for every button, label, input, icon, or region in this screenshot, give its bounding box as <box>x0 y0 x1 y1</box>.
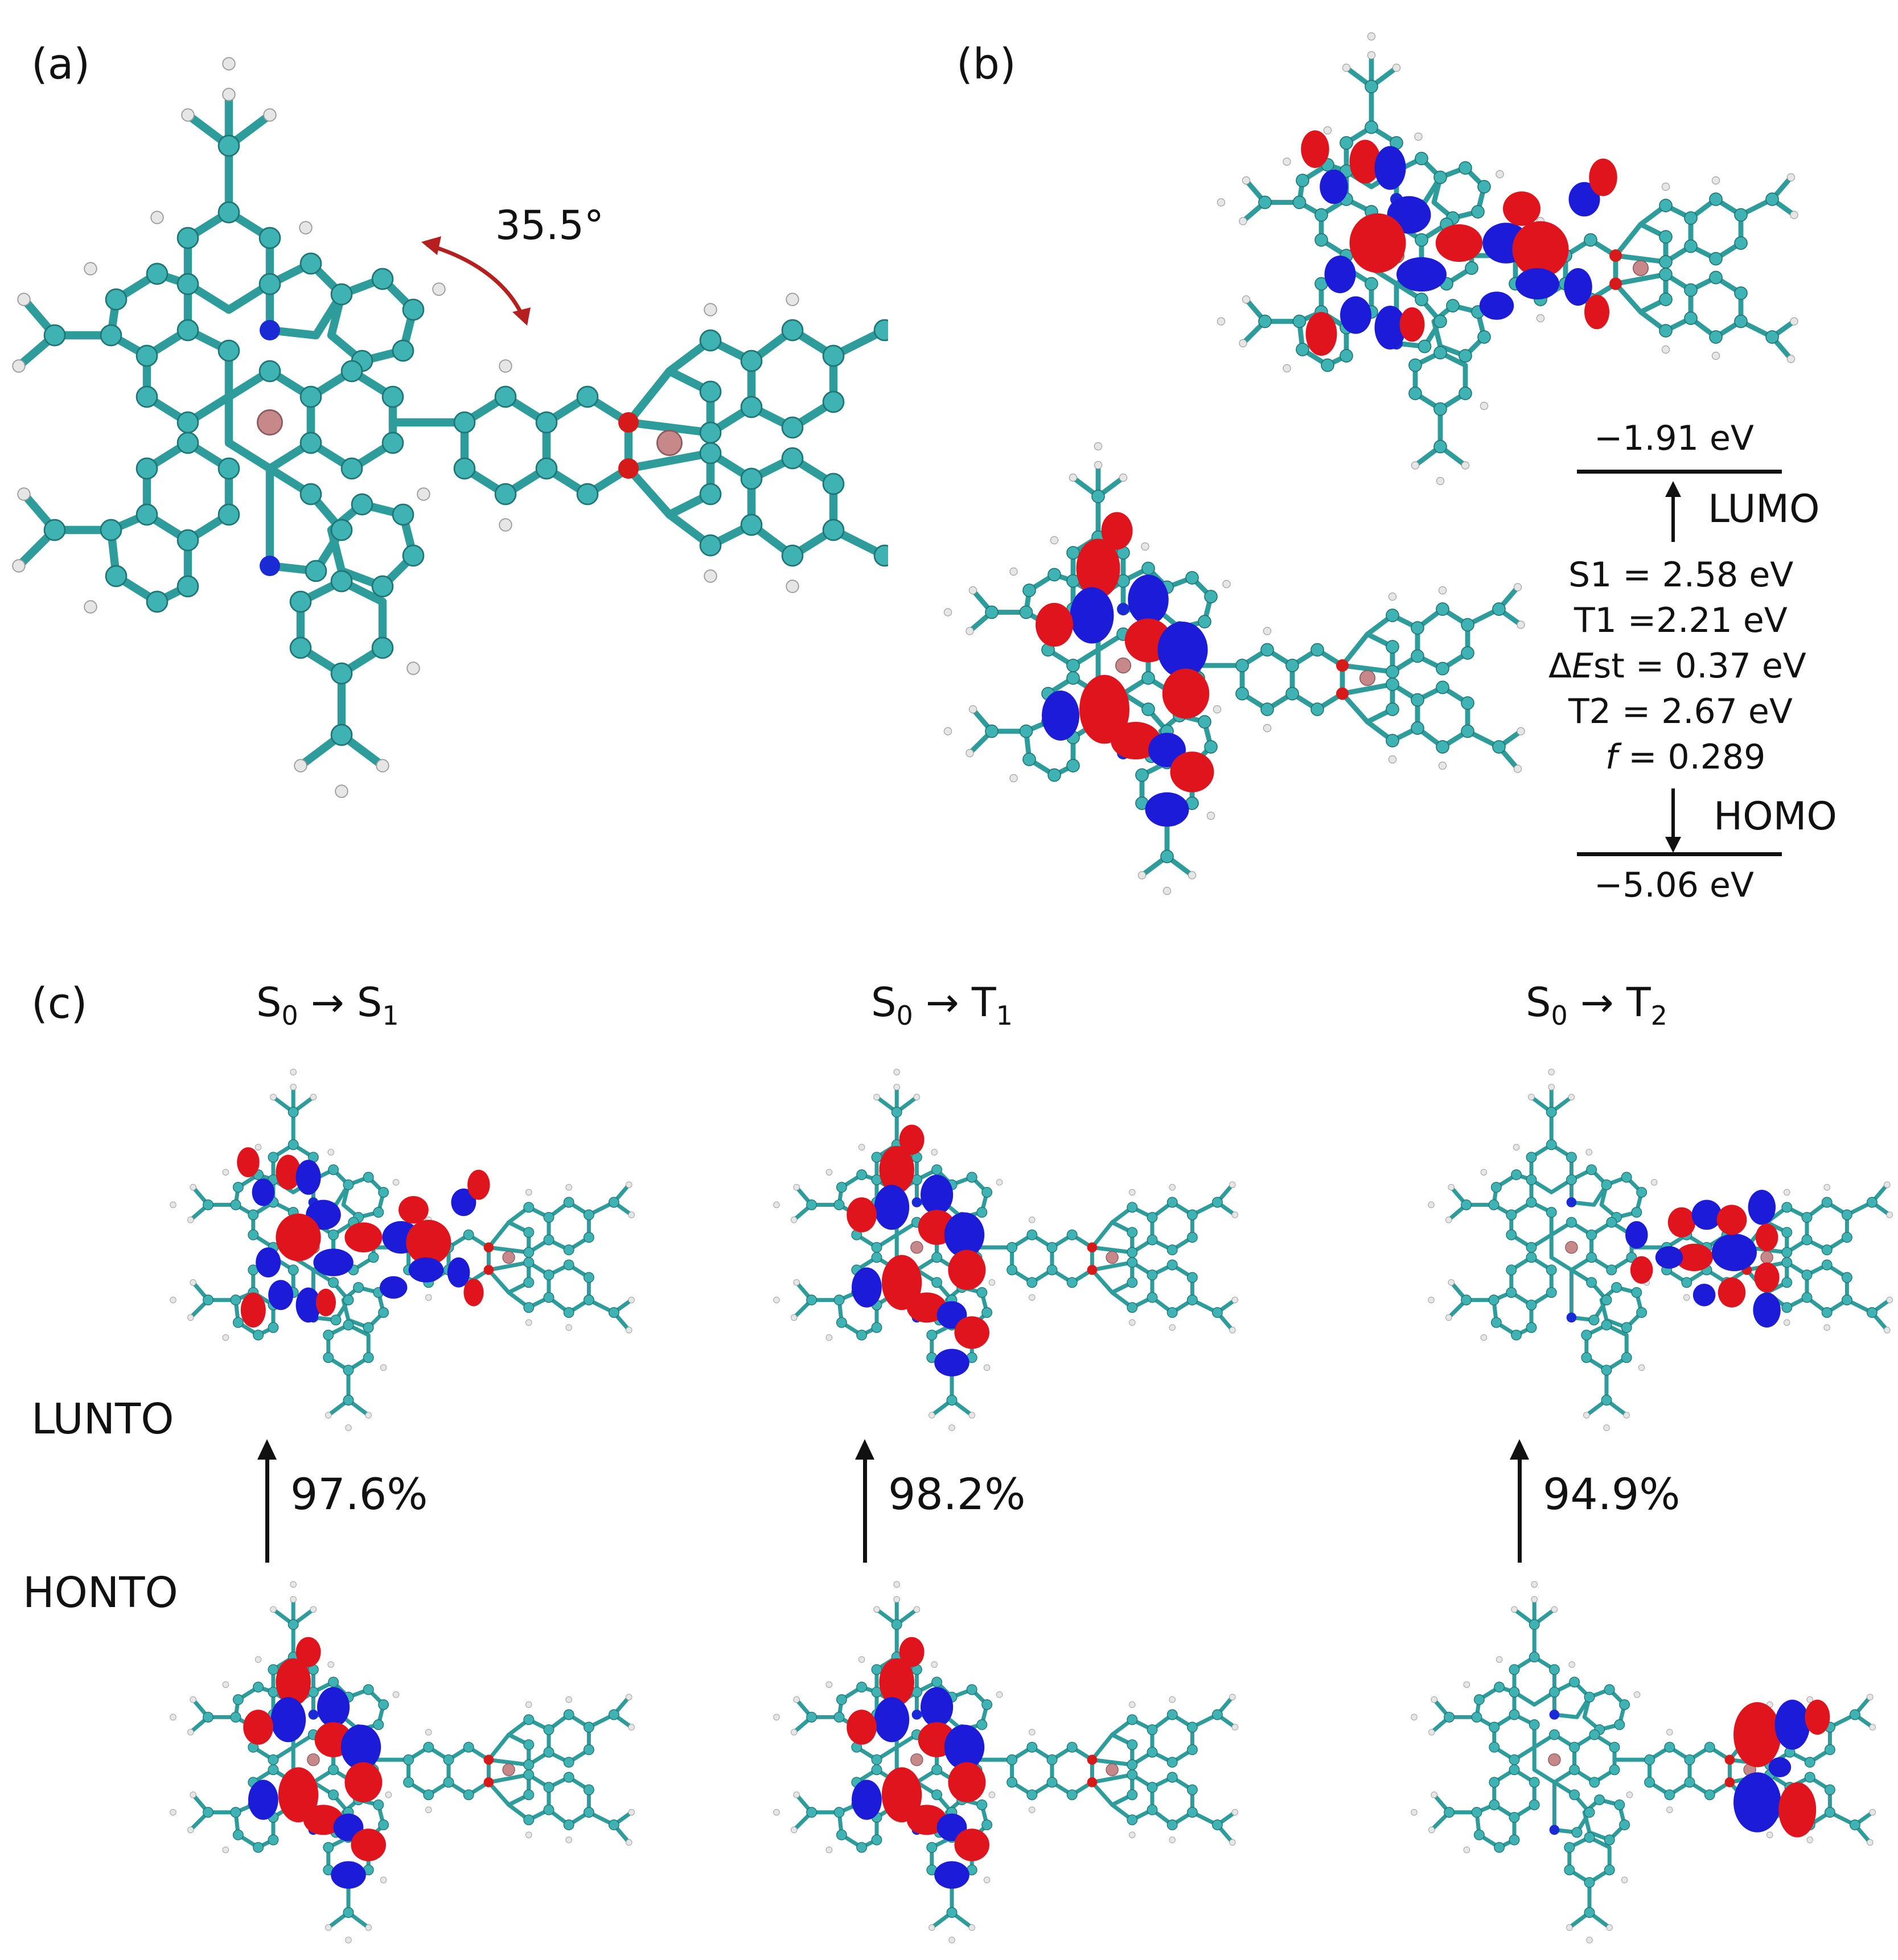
transition-percent-2: 98.2% <box>888 1469 1026 1519</box>
lunto-label: LUNTO <box>31 1395 174 1444</box>
transition-title-3: S0 → T2 <box>1526 979 1667 1031</box>
honto-molecule-1 <box>131 1560 643 1958</box>
dihedral-angle-arrow <box>426 243 526 320</box>
panel-b-label: (b) <box>956 40 1016 89</box>
f-rest: = 0.289 <box>1617 737 1766 777</box>
lumo-arrow-shaft <box>1671 491 1675 542</box>
delta-italic: E <box>1572 646 1593 686</box>
homo-level-line <box>1577 852 1782 856</box>
oscillator-strength: f = 0.289 <box>1605 737 1765 777</box>
lumo-energy: −1.91 eV <box>1594 418 1754 458</box>
homo-energy: −5.06 eV <box>1594 865 1754 905</box>
lumo-label: LUMO <box>1708 487 1820 532</box>
transition-arrow-2 <box>863 1457 867 1563</box>
s1-energy: S1 = 2.58 eV <box>1568 555 1794 595</box>
delta-rest: st = 0.37 eV <box>1593 646 1806 686</box>
honto-molecule-3 <box>1389 1560 1896 1958</box>
homo-arrow-head <box>1665 837 1681 853</box>
transition-arrow-head-2 <box>855 1439 874 1460</box>
transition-title-2: S0 → T1 <box>871 979 1013 1031</box>
transition-percent-1: 97.6% <box>290 1469 428 1519</box>
angle-arrow-head-left <box>421 236 441 255</box>
panel-a-molecule <box>0 0 888 854</box>
lumo-level-line <box>1577 470 1782 474</box>
panel-c-label: (c) <box>31 979 88 1028</box>
lunto-molecule-2 <box>734 1047 1247 1446</box>
honto-molecule-2 <box>734 1560 1247 1958</box>
dihedral-angle-label: 35.5° <box>495 202 604 249</box>
homo-label: HOMO <box>1714 794 1837 839</box>
panel-a-label: (a) <box>31 40 91 89</box>
transition-arrow-head-3 <box>1510 1439 1529 1460</box>
t1-energy: T1 =2.21 eV <box>1574 601 1788 640</box>
delta-prefix: Δ <box>1548 646 1572 686</box>
transition-arrow-head-1 <box>257 1439 277 1460</box>
t2-energy: T2 = 2.67 eV <box>1568 692 1793 732</box>
transition-percent-3: 94.9% <box>1543 1469 1681 1519</box>
f-italic: f <box>1605 737 1618 777</box>
homo-arrow-shaft <box>1671 788 1675 840</box>
homo-molecule <box>911 410 1537 922</box>
transition-arrow-3 <box>1518 1457 1522 1563</box>
angle-arrow-head-right <box>512 307 531 326</box>
transition-arrow-1 <box>265 1457 269 1563</box>
lunto-molecule-3 <box>1389 1047 1898 1446</box>
transition-title-1: S0 → S1 <box>256 979 399 1031</box>
lunto-molecule-1 <box>131 1047 643 1446</box>
honto-label: HONTO <box>23 1568 178 1617</box>
delta-est: ΔEst = 0.37 eV <box>1548 646 1806 686</box>
lumo-arrow-head <box>1665 481 1681 497</box>
